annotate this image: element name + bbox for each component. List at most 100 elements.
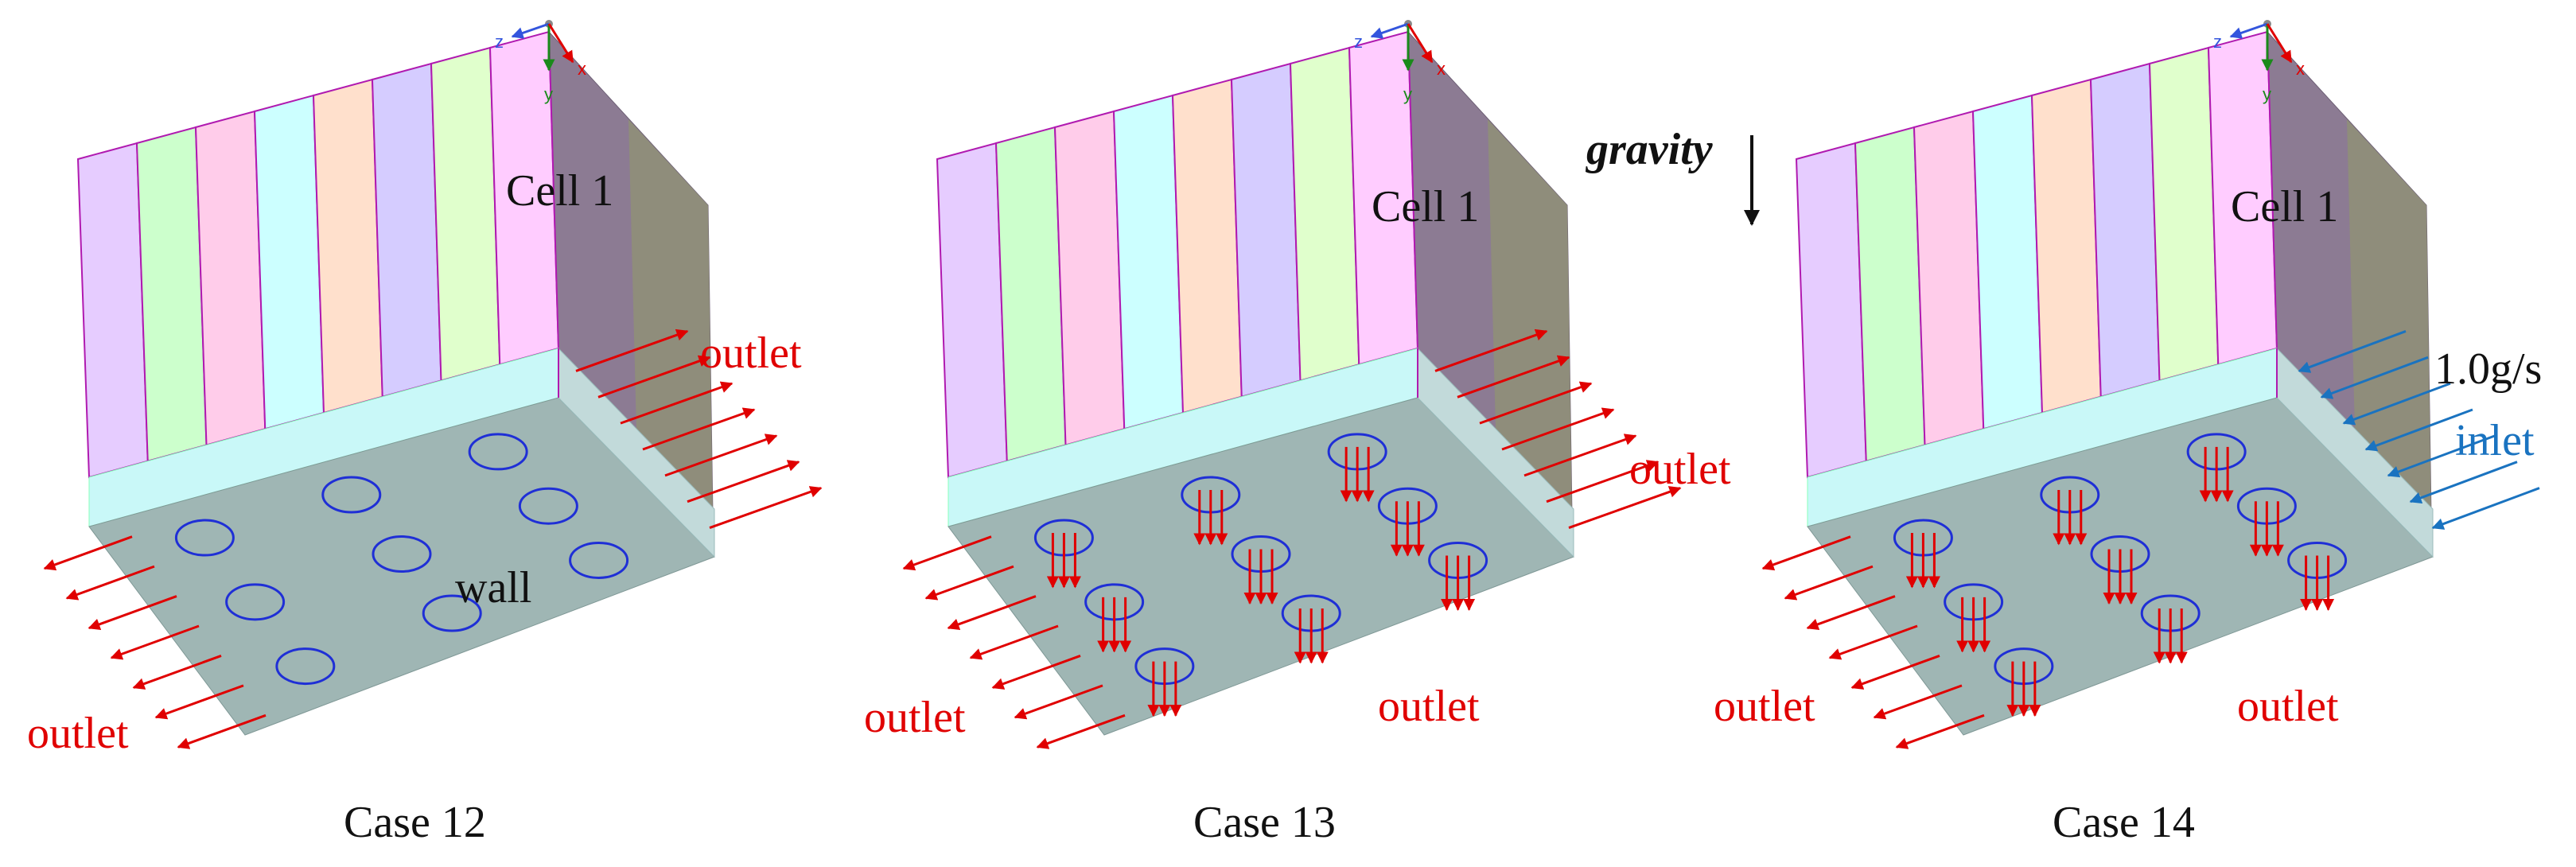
cell-stripe-7 — [1289, 46, 1360, 382]
wall-edge-line — [1407, 31, 1418, 349]
wall-edge-line — [2267, 31, 2278, 349]
right-outlet-arrow-6 — [1546, 460, 1660, 503]
left-outlet-arrow-6 — [1873, 684, 1963, 720]
left-outlet-arrow-7 — [1036, 713, 1126, 749]
left-outlet-arrow-2 — [65, 565, 155, 601]
cell-stripe-4 — [1112, 94, 1185, 430]
right-inlet-arrow-3 — [2342, 382, 2451, 426]
wall-side-face-lower — [1488, 119, 1572, 515]
cell-stripe-6 — [1230, 62, 1302, 399]
axis-z-label: z — [2213, 32, 2222, 52]
right-outlet-arrow-6 — [687, 460, 800, 503]
case-14-module: z y x — [1761, 20, 2540, 749]
cell-stripe-3 — [1053, 110, 1126, 446]
case-13-caption: Case 13 — [1193, 798, 1336, 847]
right-outlet-arrow-1 — [1434, 329, 1548, 372]
left-outlet-arrow-6 — [154, 684, 244, 720]
left-outlet-arrow-5 — [132, 655, 222, 690]
axis-z-arrow — [1370, 22, 1409, 39]
case-14-panel: zyx Cell 1 1.0g/s inlet outlet outlet Ca… — [1714, 20, 2542, 847]
case-12-wall-label: wall — [455, 563, 531, 612]
wall-side-face-lower — [628, 119, 713, 515]
left-outlet-arrow-1 — [1761, 535, 1851, 571]
case-13-module: zyx — [902, 20, 1682, 749]
case-12-cell-label: Cell 1 — [506, 166, 613, 216]
case-12-module: z y x — [43, 20, 823, 749]
cell-stripe-2 — [135, 126, 208, 463]
vent-hole-2 — [321, 476, 382, 514]
left-outlet-arrow-1 — [902, 535, 992, 571]
vent-hole-4 — [225, 583, 286, 621]
right-outlet-arrow-3 — [620, 381, 733, 425]
left-outlet-arrow-3 — [88, 595, 177, 631]
gravity-indicator: gravity — [1585, 125, 1760, 226]
cell-stripe-7 — [430, 46, 501, 382]
left-outlet-arrow-3 — [947, 595, 1037, 631]
right-outlet-arrow-4 — [1501, 407, 1615, 451]
left-outlet-arrow-4 — [1828, 624, 1918, 660]
cell-stripe-6 — [371, 62, 442, 399]
right-inlet-arrow-7 — [2431, 487, 2540, 530]
wall-side-face-lower — [2347, 119, 2431, 515]
cell-stripe-5 — [312, 78, 383, 414]
case-14-inlet-label: inlet — [2455, 416, 2535, 465]
cell-stripe-1 — [1795, 142, 1867, 479]
case-14-center-outlet-label: outlet — [2237, 682, 2339, 731]
case-12-panel: z y x Cell 1 wall outlet outlet Case 12 — [27, 20, 823, 847]
axis-z-arrow — [511, 22, 550, 39]
case-12-left-outlet-label: outlet — [27, 709, 129, 758]
left-outlet-arrow-5 — [1850, 655, 1940, 690]
right-outlet-arrow-2 — [597, 355, 711, 399]
wall-edge-line — [548, 31, 559, 349]
cell-stripe-2 — [994, 126, 1067, 463]
right-inlet-arrow-1 — [2298, 330, 2407, 373]
left-outlet-arrow-3 — [1806, 595, 1896, 631]
left-outlet-arrow-4 — [110, 624, 200, 660]
cell-stripe-3 — [1913, 110, 1985, 446]
case-12-right-outlet-label: outlet — [700, 329, 802, 378]
case-14-cell-label: Cell 1 — [2231, 182, 2338, 231]
axis-x-label: x — [578, 59, 586, 79]
left-outlet-arrow-6 — [1014, 684, 1103, 720]
right-outlet-arrow-5 — [664, 434, 778, 477]
case-13-panel: zyx Cell 1 outlet outlet outlet Case 13 — [864, 20, 1731, 847]
left-outlet-arrow-5 — [991, 655, 1081, 690]
cell-stripe-5 — [1171, 78, 1243, 414]
vent-hole-8 — [422, 594, 482, 632]
case-14-flow-rate-label: 1.0g/s — [2434, 344, 2542, 394]
right-outlet-arrow-1 — [575, 329, 689, 372]
gravity-label: gravity — [1585, 125, 1714, 174]
axis-y-label: y — [544, 84, 553, 104]
right-inlet-arrow-6 — [2409, 461, 2518, 504]
axis-y-label: y — [2263, 84, 2271, 104]
case-12-caption: Case 12 — [344, 798, 486, 847]
right-outlet-arrow-4 — [642, 407, 756, 451]
axis-x-arrow — [547, 23, 574, 64]
axis-z-label: z — [495, 32, 504, 52]
left-outlet-arrow-1 — [43, 535, 133, 571]
left-outlet-arrow-4 — [969, 624, 1059, 660]
cell-stripe-6 — [2089, 62, 2161, 399]
cell-stripe-4 — [253, 94, 325, 430]
right-outlet-arrow-3 — [1479, 381, 1593, 425]
cell-stripe-2 — [1854, 126, 1926, 463]
vent-hole-7 — [275, 647, 336, 686]
axis-y-label: y — [1403, 84, 1412, 104]
axis-x-arrow — [1407, 23, 1434, 64]
left-outlet-arrow-2 — [1784, 565, 1874, 601]
cell-stripe-5 — [2030, 78, 2102, 414]
vent-hole-3 — [468, 433, 528, 471]
axis-x-label: x — [2296, 59, 2305, 79]
axis-z-arrow — [2229, 22, 2268, 39]
cell-stripe-3 — [194, 110, 267, 446]
right-outlet-arrow-7 — [1568, 486, 1682, 529]
right-inlet-arrow-5 — [2387, 434, 2496, 478]
left-outlet-arrow-7 — [1895, 713, 1985, 749]
right-inlet-arrow-2 — [2320, 356, 2429, 399]
cell-stripe-7 — [2148, 46, 2220, 382]
case-13-cell-label: Cell 1 — [1372, 182, 1479, 231]
axis-x-label: x — [1437, 59, 1446, 79]
vent-hole-1 — [174, 519, 235, 557]
case-13-left-outlet-label: outlet — [864, 693, 966, 742]
